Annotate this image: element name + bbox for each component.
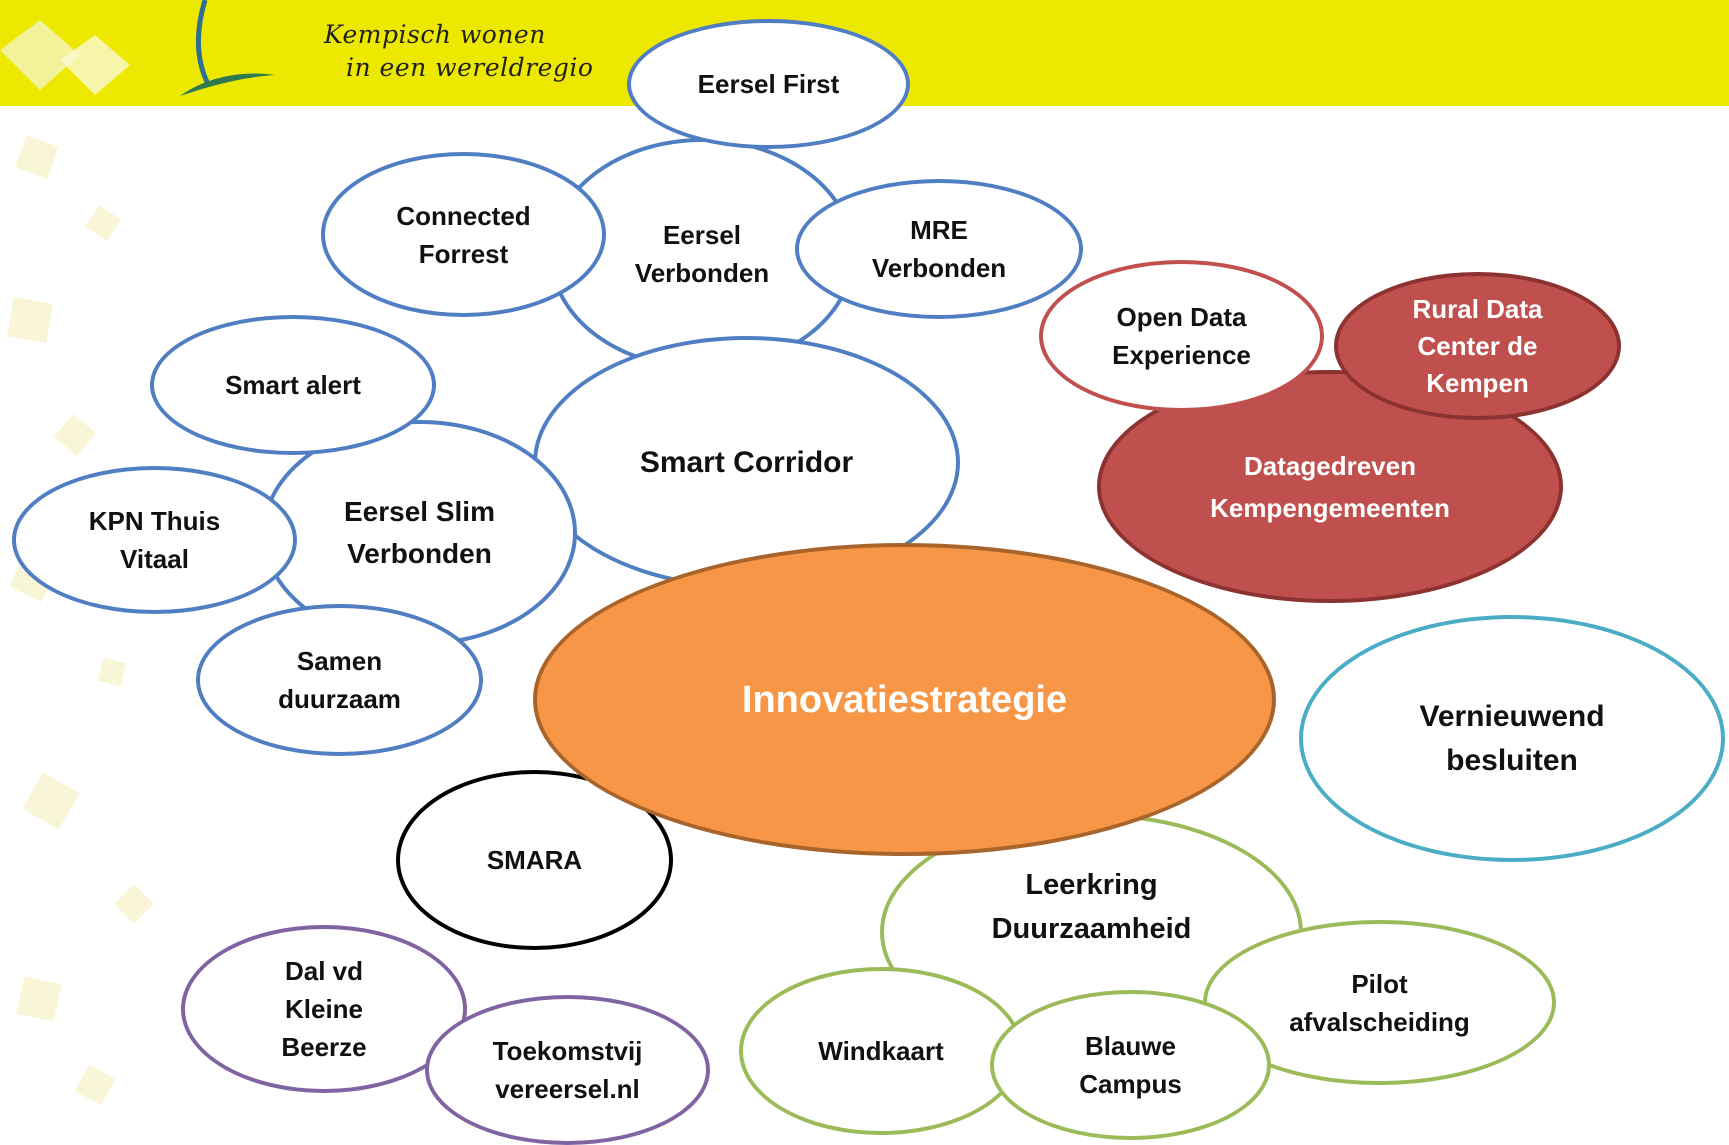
node-innovatiestrategie-label: Innovatiestrategie	[741, 678, 1068, 721]
node-smart-corridor-label: Smart Corridor	[639, 445, 854, 479]
node-open-data-experience-label: Open Data Experience	[1112, 302, 1251, 370]
node-vernieuwend-besluiten: Vernieuwend besluiten	[1299, 615, 1725, 862]
node-pilot-afvalscheiding-label: Pilot afvalscheiding	[1289, 968, 1470, 1037]
node-kpn-thuis-vitaal: KPN Thuis Vitaal	[12, 466, 297, 614]
node-smart-alert: Smart alert	[150, 315, 436, 455]
node-open-data-experience: Open Data Experience	[1039, 260, 1324, 412]
kempen-swoosh-logo	[0, 0, 275, 96]
node-leerkring-duurzaamheid-label: Leerkring Duurzaamheid	[991, 869, 1192, 945]
node-toekomstvij: Toekomstvij vereersel.nl	[425, 995, 710, 1145]
node-mre-verbonden-label: MRE Verbonden	[871, 215, 1007, 283]
node-samen-duurzaam: Samen duurzaam	[196, 604, 483, 756]
node-dal-vd-kleine-beerze-label: Dal vd Kleine Beerze	[281, 956, 367, 1062]
node-eersel-slim-verbonden-label: Eersel Slim Verbonden	[344, 496, 495, 569]
node-eersel-first-label: Eersel First	[697, 69, 840, 99]
node-vernieuwend-besluiten-label: Vernieuwend besluiten	[1419, 699, 1605, 777]
tagline-line-1: Kempisch wonen	[324, 20, 546, 49]
node-datagedreven-label: Datagedreven Kempengemeenten	[1210, 450, 1450, 523]
node-dal-vd-kleine-beerze: Dal vd Kleine Beerze	[181, 925, 467, 1093]
node-smart-alert-label: Smart alert	[225, 370, 361, 400]
node-connected-forrest-label: Connected Forrest	[396, 200, 531, 269]
node-toekomstvij-label: Toekomstvij vereersel.nl	[492, 1036, 643, 1104]
node-windkaart: Windkaart	[739, 967, 1023, 1135]
node-kpn-thuis-vitaal-label: KPN Thuis Vitaal	[88, 506, 221, 574]
tagline-line-2: in een wereldregio	[346, 53, 594, 82]
node-rural-data-center: Rural Data Center de Kempen	[1334, 272, 1621, 420]
node-eersel-first: Eersel First	[627, 19, 910, 149]
node-smara-label: SMARA	[486, 845, 583, 875]
node-connected-forrest: Connected Forrest	[321, 152, 606, 317]
node-windkaart-label: Windkaart	[818, 1036, 944, 1066]
node-blauwe-campus-label: Blauwe Campus	[1079, 1031, 1182, 1099]
node-eersel-verbonden-label: Eersel Verbonden	[634, 220, 770, 288]
node-samen-duurzaam-label: Samen duurzaam	[278, 646, 401, 714]
node-mre-verbonden: MRE Verbonden	[795, 179, 1083, 319]
node-innovatiestrategie: Innovatiestrategie	[533, 543, 1276, 856]
node-blauwe-campus: Blauwe Campus	[990, 990, 1271, 1140]
node-rural-data-center-label: Rural Data Center de Kempen	[1412, 293, 1543, 398]
